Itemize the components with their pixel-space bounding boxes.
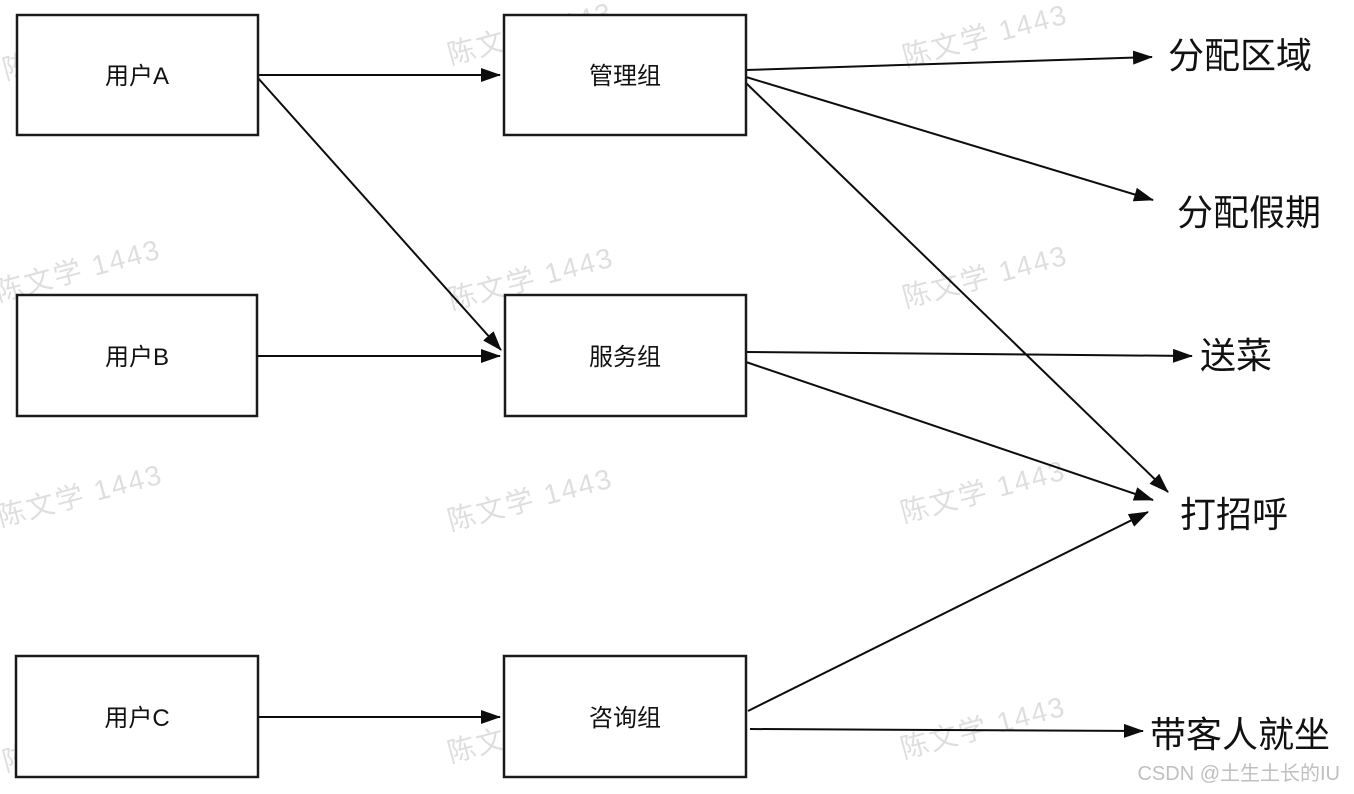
arrow-usera-to-service [257,77,502,351]
node-service-box [503,293,748,418]
watermark-text: 陈文学 1443 [897,691,1069,765]
node-consult: 咨询组 [502,654,748,779]
output-assign-area: 分配区域 [1168,35,1312,76]
node-user-b-label: 用户B [105,344,169,371]
arrow-mgmt-to-greet [745,82,1169,493]
arrow-service-to-serve-food [745,348,1193,363]
node-user-c: 用户C [14,654,260,779]
node-user-b-box [15,293,259,418]
edge-layer [257,50,1193,738]
watermark-text: 陈文学 1443 [0,459,166,533]
node-mgmt: 管理组 [502,13,748,137]
arrow-mgmt-to-assign-holiday [745,76,1154,202]
watermark-text: 陈文学 1443 [899,240,1071,314]
node-mgmt-label: 管理组 [589,63,661,90]
output-greet: 打招呼 [1180,494,1288,535]
watermark-text: 陈文学 1443 [897,455,1069,529]
node-mgmt-box [502,13,748,137]
node-service-label: 服务组 [589,344,661,371]
output-serve-food: 送菜 [1200,335,1272,376]
node-service: 服务组 [503,293,748,418]
node-user-a-box [15,13,260,137]
node-layer: 用户A 管理组 用户B 服务组 用户C 咨询组 [14,13,748,779]
arrow-mgmt-to-assign-area [745,50,1153,71]
output-label-layer: 分配区域 分配假期 送菜 打招呼 带客人就坐 [1150,35,1330,755]
node-user-c-box [14,654,260,779]
node-user-c-label: 用户C [104,705,169,732]
node-user-a: 用户A [15,13,260,137]
output-seat-guests: 带客人就坐 [1150,714,1330,755]
node-user-b: 用户B [15,293,259,418]
output-assign-holiday: 分配假期 [1177,192,1321,233]
watermark-text: 陈文学 1443 [444,463,616,537]
node-consult-label: 咨询组 [589,705,661,732]
node-consult-box [502,654,748,779]
csdn-credit: CSDN @土生土长的IU [1137,762,1340,785]
arrow-service-to-greet [745,361,1154,501]
arrow-consult-to-seat-guests [749,723,1144,738]
arrow-consult-to-greet [747,511,1149,712]
node-user-a-label: 用户A [105,63,169,90]
